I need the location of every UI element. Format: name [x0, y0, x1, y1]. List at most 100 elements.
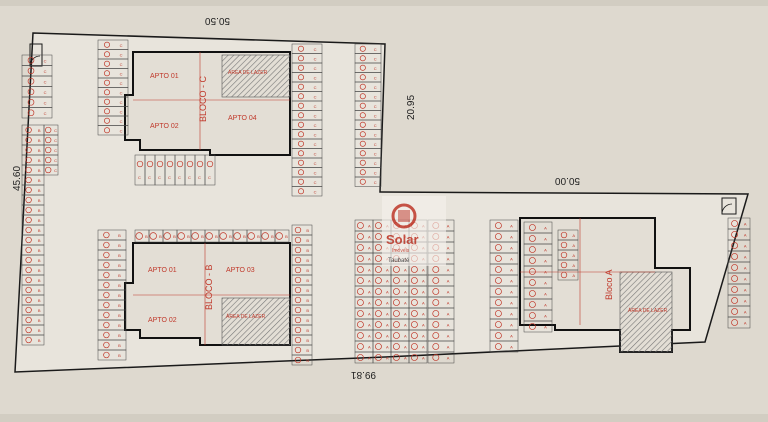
slot-letter: C — [374, 180, 377, 185]
slot-letter: B — [306, 298, 309, 303]
slot-letter: C — [120, 62, 123, 67]
slot-letter: A — [544, 248, 547, 253]
slot-letter: A — [544, 259, 547, 264]
slot-letter: A — [368, 224, 371, 229]
slot-letter: B — [38, 308, 41, 313]
slot-letter: C — [314, 75, 317, 80]
parking-slot: C — [43, 164, 59, 176]
slot-letter: A — [404, 301, 407, 306]
slot-letter: C — [120, 43, 123, 48]
parking-slot: B — [274, 229, 290, 243]
slot-letter: B — [38, 258, 41, 263]
parking-slot: B — [291, 354, 313, 366]
parking-slot: B — [21, 334, 45, 346]
solar-logo-icon — [391, 203, 417, 229]
slot-letter: A — [744, 233, 747, 238]
slot-letter: A — [368, 334, 371, 339]
bloco-c: APTO 01 APTO 02 APTO 04 ÁREA DE LAZER BL… — [124, 51, 291, 156]
slot-letter: B — [306, 358, 309, 363]
slot-letter: A — [422, 290, 425, 295]
watermark: Solar Imóveis Taubaté — [382, 196, 446, 266]
slot-letter: A — [368, 312, 371, 317]
slot-letter: C — [374, 47, 377, 52]
slot-letter: A — [572, 273, 575, 278]
slot-letter: A — [510, 224, 513, 229]
b-apto3: APTO 03 — [226, 267, 255, 274]
parking-slot: A — [408, 351, 428, 364]
slot-letter: A — [447, 246, 450, 251]
parking-slot: A — [489, 340, 519, 353]
slot-letter: C — [120, 109, 123, 114]
slot-letter: A — [368, 257, 371, 262]
slot-letter: B — [38, 178, 41, 183]
slot-letter: A — [744, 299, 747, 304]
slot-letter: A — [447, 224, 450, 229]
slot-letter: A — [510, 323, 513, 328]
slot-letter: C — [374, 142, 377, 147]
slot-letter: A — [544, 281, 547, 286]
slot-letter: B — [306, 288, 309, 293]
slot-letter: C — [44, 100, 47, 105]
slot-letter: B — [118, 253, 121, 258]
slot-letter: A — [744, 321, 747, 326]
a-lazer: ÁREA DE LAZER — [628, 307, 668, 314]
slot-letter: C — [374, 94, 377, 99]
a-title: Bloco A — [604, 269, 614, 300]
slot-letter: A — [447, 356, 450, 361]
lazer-c — [221, 54, 291, 98]
slot-letter: B — [38, 268, 41, 273]
slot-letter: C — [374, 75, 377, 80]
c-title: BLOCO - C — [198, 75, 208, 122]
gate-a-icon — [721, 197, 737, 215]
slot-letter: C — [374, 123, 377, 128]
slot-letter: B — [306, 248, 309, 253]
slot-letter: A — [744, 244, 747, 249]
slot-letter: C — [314, 47, 317, 52]
slot-letter: A — [368, 301, 371, 306]
slot-letter: A — [386, 301, 389, 306]
slot-letter: A — [404, 356, 407, 361]
slot-letter: B — [38, 158, 41, 163]
slot-letter: C — [314, 94, 317, 99]
slot-letter: A — [572, 233, 575, 238]
slot-letter: C — [44, 69, 47, 74]
slot-letter: C — [374, 85, 377, 90]
slot-letter: C — [374, 56, 377, 61]
slot-letter: C — [120, 81, 123, 86]
c-apto1: APTO 01 — [150, 73, 179, 80]
parking-slot: C — [97, 125, 129, 136]
slot-letter: B — [38, 248, 41, 253]
slot-letter: A — [544, 226, 547, 231]
slot-letter: A — [544, 303, 547, 308]
slot-letter: C — [314, 170, 317, 175]
slot-letter: C — [178, 175, 181, 180]
slot-letter: A — [447, 257, 450, 262]
slot-letter: C — [120, 71, 123, 76]
slot-letter: B — [38, 318, 41, 323]
slot-letter: A — [404, 312, 407, 317]
slot-letter: C — [314, 180, 317, 185]
slot-letter: B — [38, 208, 41, 213]
b-apto1: APTO 01 — [148, 267, 177, 274]
slot-letter: B — [38, 148, 41, 153]
slot-letter: A — [447, 235, 450, 240]
slot-letter: C — [198, 175, 201, 180]
slot-letter: B — [38, 218, 41, 223]
slot-letter: C — [158, 175, 161, 180]
slot-letter: B — [38, 278, 41, 283]
slot-letter: A — [447, 323, 450, 328]
slot-letter: A — [510, 268, 513, 273]
slot-letter: C — [120, 100, 123, 105]
slot-letter: A — [368, 290, 371, 295]
parking-slots: CCCCCCBBBBBBBBBBBBBBBBBBBBBBCCCCCCCCCCCC… — [21, 39, 751, 366]
slot-letter: A — [744, 266, 747, 271]
parking-slot: C — [354, 176, 382, 187]
slot-letter: C — [120, 128, 123, 133]
slot-letter: C — [314, 56, 317, 61]
b-lazer: ÁREA DE LAZER — [226, 313, 266, 320]
slot-letter: B — [159, 234, 162, 239]
dim-bottom: 99.81 — [351, 369, 376, 380]
slot-letter: A — [544, 270, 547, 275]
slot-letter: A — [447, 312, 450, 317]
